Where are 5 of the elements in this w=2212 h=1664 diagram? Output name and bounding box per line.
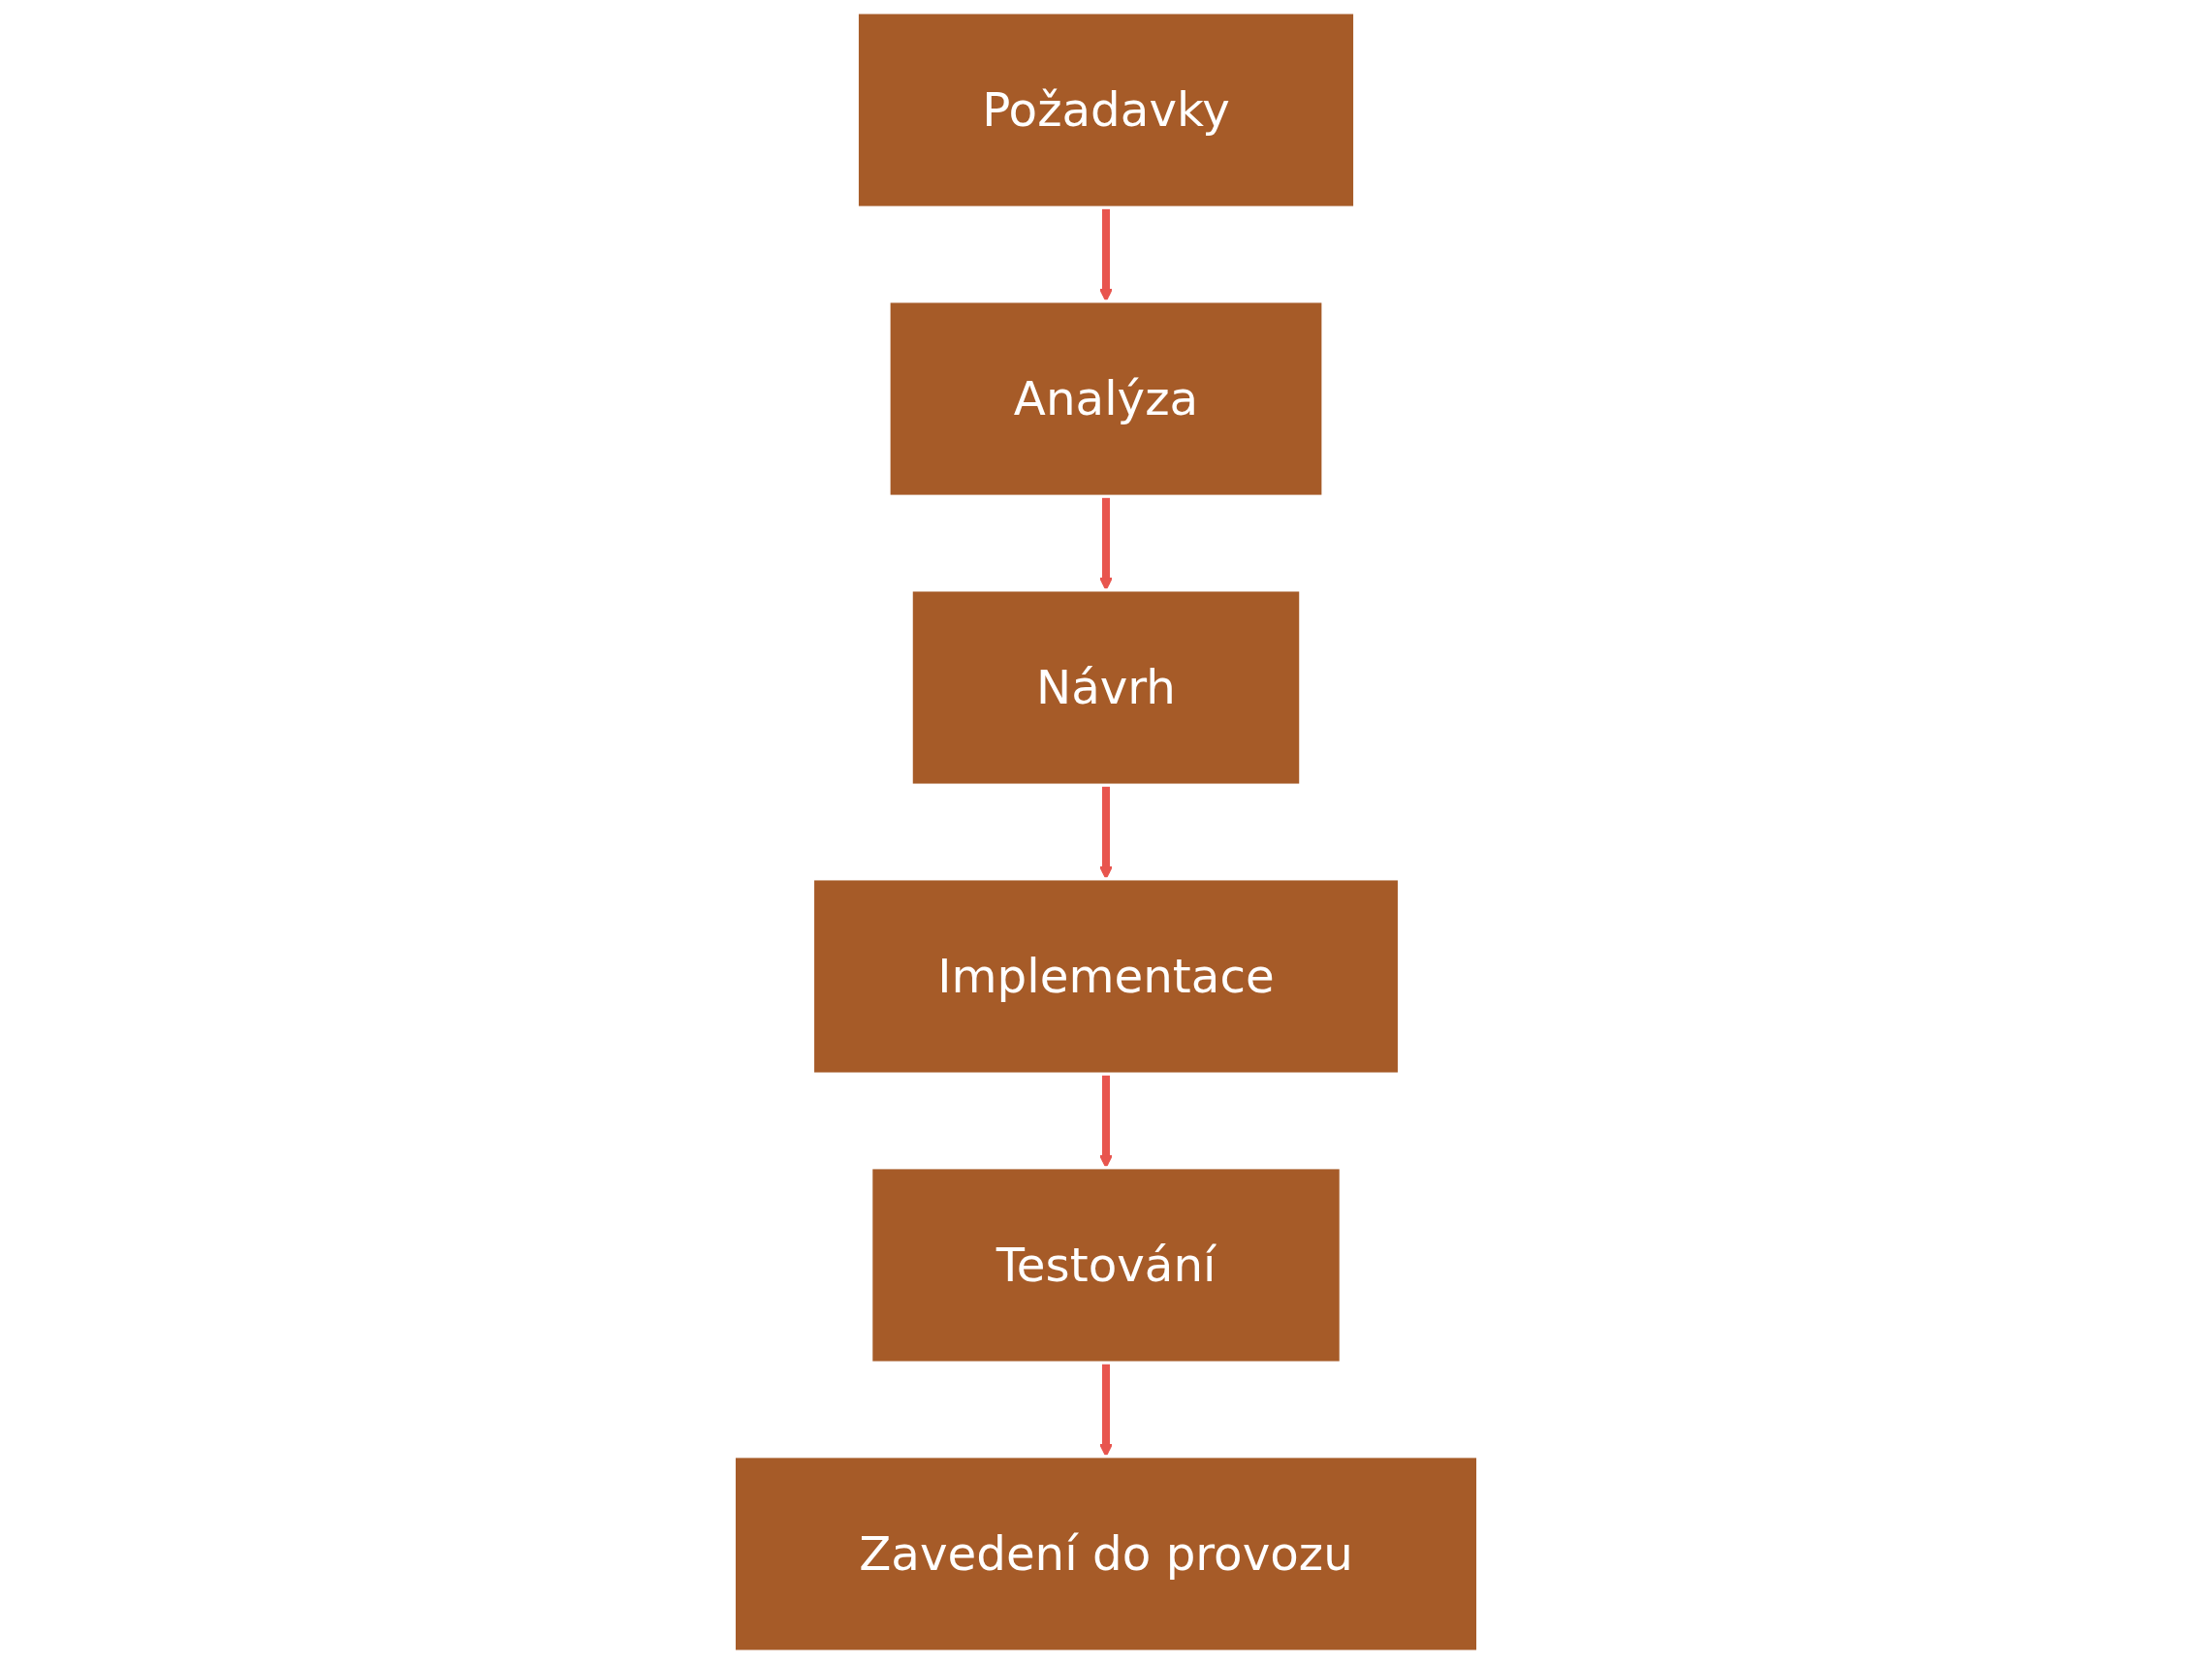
- node-box: Testování: [869, 1166, 1343, 1365]
- node-box: Návrh: [909, 588, 1303, 787]
- node-box: Požadavky: [855, 11, 1357, 209]
- node-box: Analýza: [887, 299, 1325, 498]
- node-box: Zavedení do provozu: [732, 1455, 1480, 1653]
